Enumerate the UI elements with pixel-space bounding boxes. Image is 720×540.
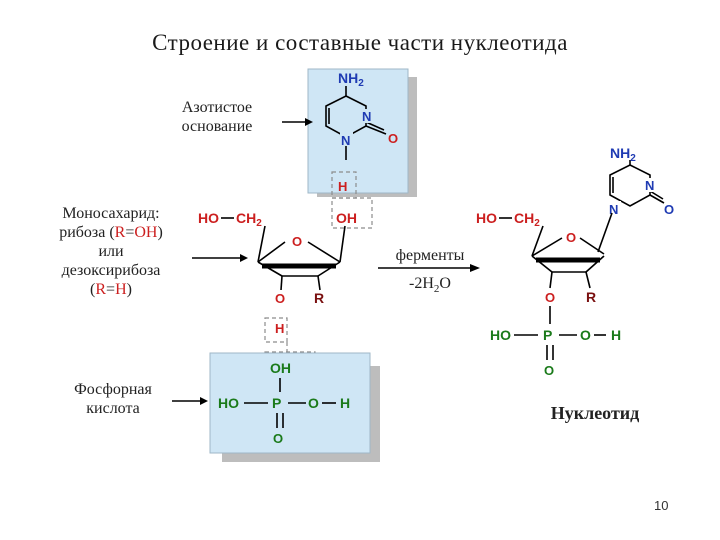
product-cytosine-ring: [609, 164, 651, 207]
dashed-box: [331, 171, 357, 199]
label-line: дезоксирибоза: [61, 262, 161, 279]
o-ring-text: O: [292, 234, 302, 249]
arrow-icon: [192, 254, 248, 262]
ch2-text: CH2: [514, 210, 540, 229]
reaction-arrow-icon: [378, 264, 480, 272]
label-monosaccharide: Моносахарид: рибоза (R=OH) или дезоксири…: [36, 204, 186, 299]
bond: [549, 271, 553, 289]
bond: [280, 275, 283, 291]
ch2-text: CH2: [236, 210, 262, 229]
label-line: основание: [181, 118, 253, 135]
arrow-icon: [282, 118, 313, 126]
carbonyl-bond: [365, 125, 387, 135]
n-text: N: [609, 202, 618, 217]
o-text: O: [275, 291, 285, 306]
label-water: -2H2O: [409, 275, 451, 296]
carbonyl-bond: [649, 194, 665, 204]
n-text: N: [362, 109, 371, 124]
bond: [531, 225, 544, 257]
page-title: Строение и составные части нуклеотида: [152, 30, 568, 55]
ring-bond: [579, 237, 605, 255]
mask: [608, 201, 621, 215]
dashed-box: [264, 317, 288, 343]
bond: [257, 225, 266, 263]
nh2-text: NH2: [338, 70, 364, 89]
ring-bond: [307, 241, 341, 263]
label-line: кислота: [86, 400, 140, 417]
ring-bond: [317, 261, 341, 277]
r-text: R: [586, 289, 596, 305]
label-nucleotide: Нуклеотид: [550, 403, 640, 423]
arrow-icon: [172, 397, 208, 405]
n-text: N: [645, 178, 654, 193]
oh-text: OH: [270, 360, 291, 376]
p-text: P: [272, 395, 281, 411]
o-text: O: [545, 290, 555, 305]
label-enzymes: ферменты: [395, 247, 465, 264]
label-line: (R=H): [90, 281, 132, 298]
ring-bond: [531, 237, 563, 257]
o-text: O: [580, 327, 591, 343]
label-line: Моносахарид:: [62, 205, 160, 222]
glycosidic-bond: [597, 212, 613, 253]
o-text: O: [544, 363, 554, 378]
oh-text: OH: [336, 210, 357, 226]
h-text: H: [611, 327, 621, 343]
o-text: O: [308, 395, 319, 411]
label-line: Азотистое: [181, 99, 253, 116]
label-line: или: [98, 243, 124, 260]
page-number: 10: [654, 498, 669, 513]
label-phosphoric-acid: Фосфорная кислота: [48, 380, 178, 418]
label-nitrogen-base: Азотистое основание: [158, 98, 276, 136]
bond: [317, 275, 321, 291]
bond: [585, 271, 591, 289]
carbonyl-bond-2: [365, 121, 385, 131]
ring-bond: [257, 261, 283, 277]
h-text: H: [338, 179, 347, 194]
ring-bond: [585, 255, 605, 273]
p-text: P: [543, 327, 552, 343]
o-text: O: [664, 202, 674, 217]
bond: [339, 225, 346, 263]
r-text: R: [314, 290, 324, 306]
n-text: N: [341, 133, 350, 148]
mask: [644, 178, 656, 192]
carbonyl-bond-2: [649, 190, 664, 200]
nh2-text: NH2: [610, 145, 636, 164]
ho-text: HO: [490, 327, 511, 343]
label-line: Фосфорная: [74, 381, 152, 398]
ring-bond: [257, 241, 286, 263]
ho-text: HO: [218, 395, 239, 411]
label-line: рибоза (R=OH): [59, 224, 163, 241]
mask: [361, 109, 373, 123]
ho-text: HO: [198, 210, 219, 226]
mask: [340, 132, 353, 146]
ho-text: HO: [476, 210, 497, 226]
o-text: O: [388, 131, 398, 146]
h-text: H: [340, 395, 350, 411]
o-ring-text: O: [566, 230, 576, 245]
o-text: O: [273, 431, 283, 446]
h-text: H: [275, 321, 284, 336]
ring-bond: [531, 255, 553, 273]
